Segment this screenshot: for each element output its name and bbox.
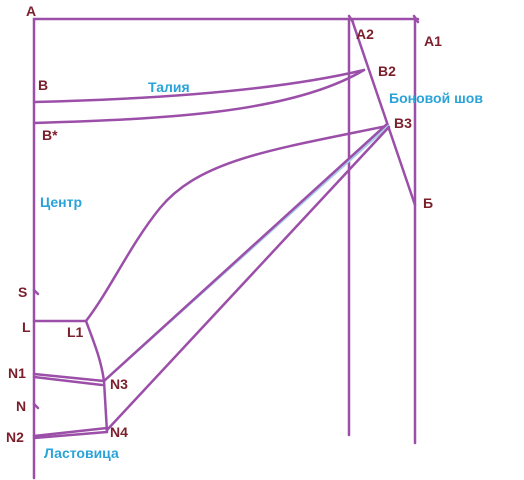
point-be: Б bbox=[423, 195, 433, 211]
label-center: Центр bbox=[40, 194, 82, 210]
point-b2: B2 bbox=[378, 63, 396, 79]
line-n2-n4-a bbox=[32, 426, 109, 438]
line-n3-n4 bbox=[102, 379, 109, 434]
line-n2-n4-b bbox=[32, 430, 109, 440]
point-b-star: B* bbox=[42, 127, 58, 143]
label-gusset: Ластовица bbox=[44, 445, 119, 461]
tick-s bbox=[32, 288, 40, 296]
point-n4: N4 bbox=[110, 424, 128, 440]
point-n1: N1 bbox=[8, 365, 26, 381]
point-a1: A1 bbox=[424, 33, 442, 49]
point-a: A bbox=[26, 3, 36, 19]
crotch-curve-b3-l1 bbox=[84, 124, 389, 323]
point-a2: A2 bbox=[356, 26, 374, 42]
label-side-seam: Боновой шов bbox=[389, 90, 483, 106]
point-l1: L1 bbox=[67, 324, 84, 340]
point-n2: N2 bbox=[6, 429, 24, 445]
tick-a1 bbox=[412, 14, 420, 24]
point-n3: N3 bbox=[110, 376, 128, 392]
side-seam-a2-b bbox=[350, 18, 417, 207]
label-waist: Талия bbox=[148, 79, 190, 95]
diagonal-b3-n3 bbox=[102, 122, 389, 383]
tick-a2 bbox=[347, 14, 355, 24]
point-b: B bbox=[38, 77, 48, 93]
waist-curve-b-b2 bbox=[32, 68, 366, 104]
tick-n bbox=[32, 402, 40, 410]
waist-curve-bstar-b2 bbox=[32, 68, 366, 125]
diagonal-b3-n4 bbox=[105, 125, 391, 432]
point-l: L bbox=[22, 319, 31, 335]
point-b3: B3 bbox=[394, 115, 412, 131]
curve-l1-n3 bbox=[84, 319, 106, 383]
line-n1-n3-b bbox=[32, 375, 104, 387]
point-n: N bbox=[16, 398, 26, 414]
point-s: S bbox=[18, 284, 27, 300]
line-n1-n3-a bbox=[32, 372, 106, 383]
